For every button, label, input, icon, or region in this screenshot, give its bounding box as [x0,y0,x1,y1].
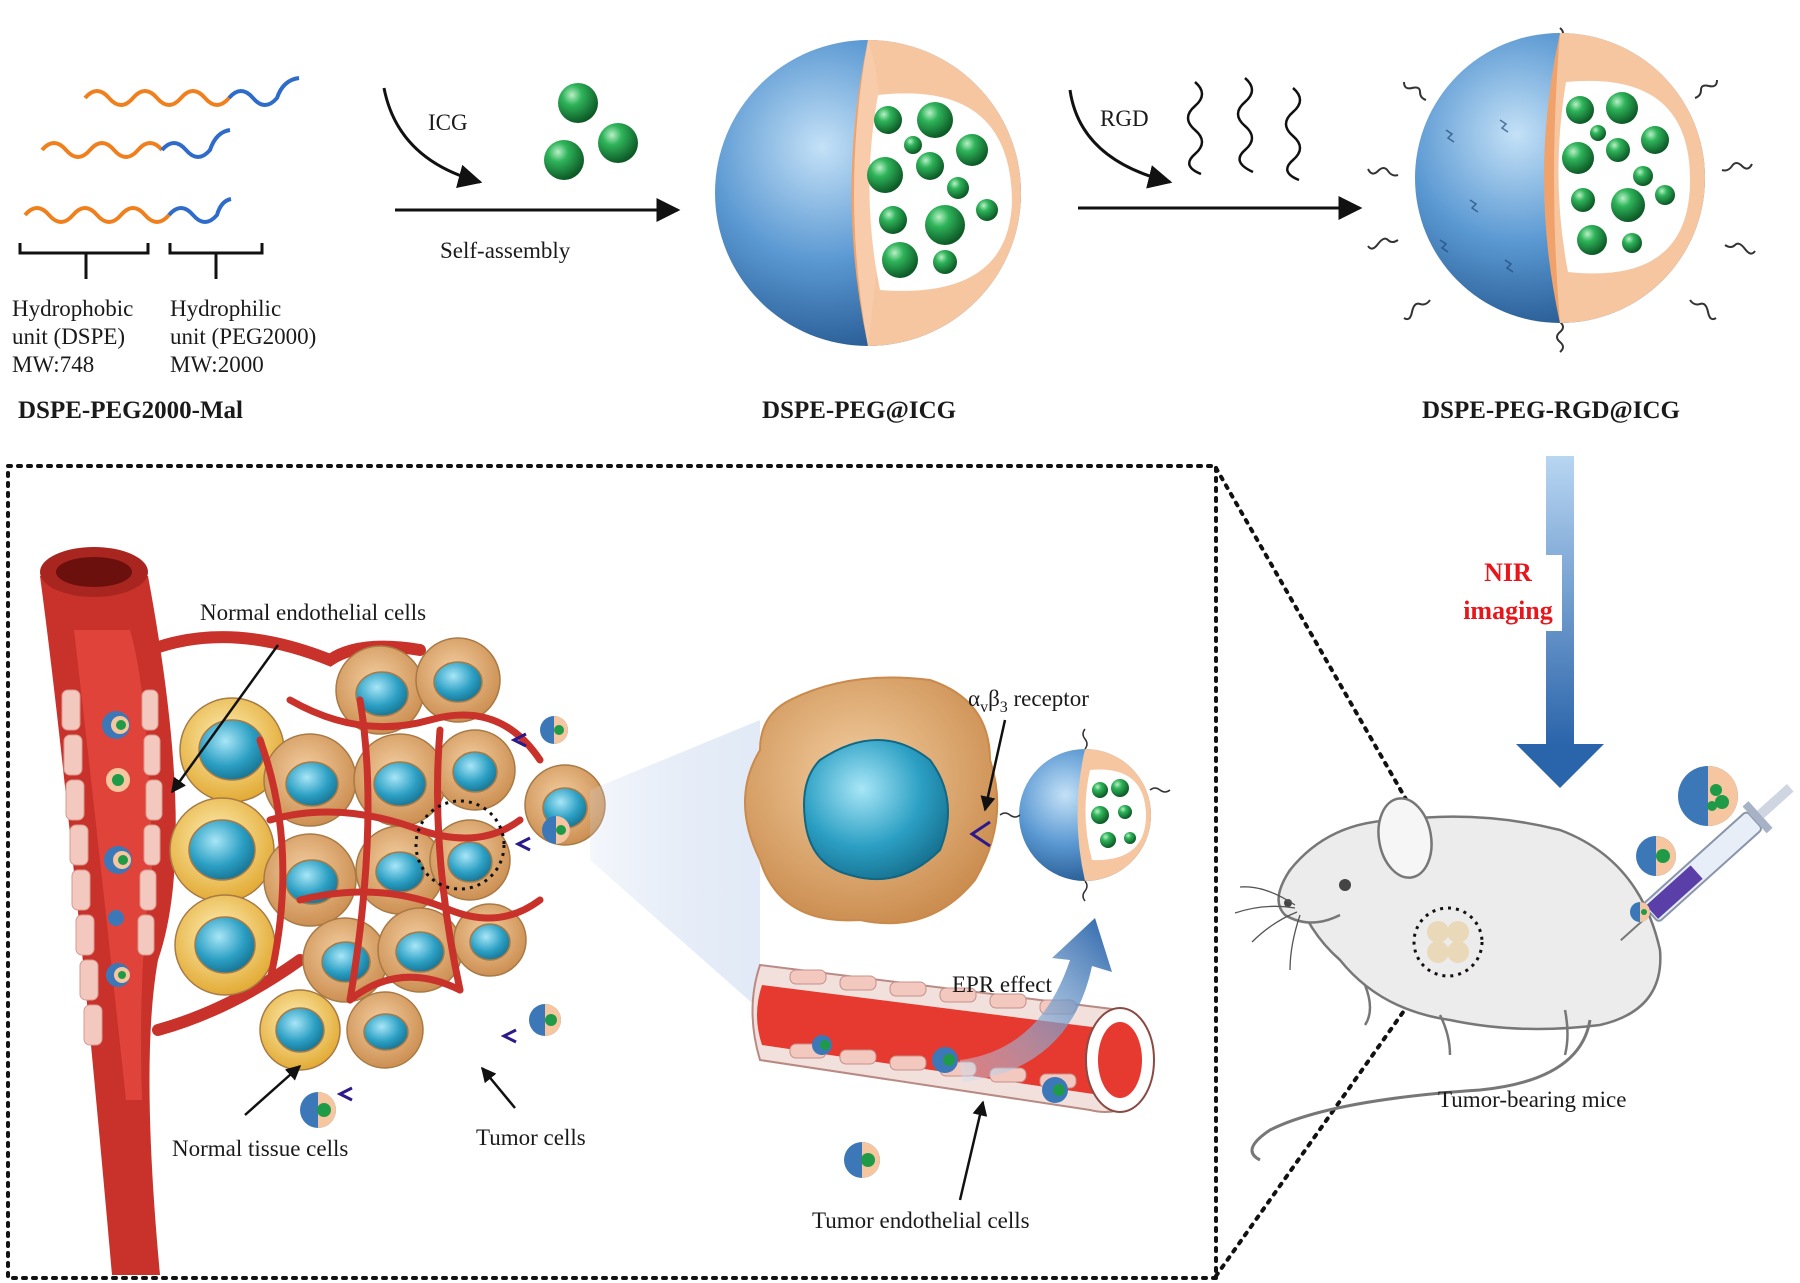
nir-label-1: NIR [1484,558,1532,587]
label-pointers [170,644,1007,1201]
icg-label: ICG [428,110,468,135]
receptor-alpha: α [968,686,980,711]
tumor-tissue [144,631,606,1071]
label-epr: EPR effect [952,972,1052,997]
injected-nanoparticles [1630,766,1738,922]
hydrophilic-label-3: MW:2000 [170,352,264,377]
zoom-box [6,464,1460,1280]
nir-label-2: imaging [1463,596,1553,625]
lipid-chains [23,76,300,224]
tumor-nanoparticles [300,716,570,1128]
label-receptor: αvβ3 receptor [968,686,1089,716]
blood-vessel [40,547,176,1275]
rgd-label: RGD [1100,106,1149,131]
zoom-beam [590,720,760,1010]
enlarged-nanoparticle [999,728,1171,902]
receptor-beta: β [988,686,1000,711]
tumor-bearing-mouse [1234,797,1662,1162]
enlarged-tumor-cell [744,676,999,925]
epr-arrow [960,918,1112,1082]
hydrophilic-label-1: Hydrophilic [170,296,281,321]
receptor-beta-sub: 3 [1000,699,1008,716]
receptor-text: receptor [1008,686,1089,711]
receptor-alpha-sub: v [980,699,988,716]
hydrophobic-label-1: Hydrophobic [12,296,133,321]
unit-brackets [18,243,264,279]
product1-name: DSPE-PEG@ICG [762,397,956,424]
material-name: DSPE-PEG2000-Mal [18,397,243,424]
label-tumor-endothelial: Tumor endothelial cells [812,1208,1030,1233]
step2-arrow [1068,89,1363,220]
tumor-vessel [751,963,1155,1178]
rgd-peptides [1186,77,1302,182]
product2-name: DSPE-PEG-RGD@ICG [1422,397,1680,424]
nanoparticle-dspe-peg-rgd-icg [1367,27,1756,353]
label-tumor-cells: Tumor cells [476,1125,586,1150]
self-assembly-label: Self-assembly [440,238,571,263]
step1-arrow [382,87,681,222]
label-normal-endothelial: Normal endothelial cells [200,600,426,625]
nanoparticle-dspe-peg-icg [715,40,1021,346]
icg-molecules [544,83,638,180]
label-mice: Tumor-bearing mice [1438,1087,1626,1112]
hydrophobic-label-3: MW:748 [12,352,94,377]
hydrophilic-label-2: unit (PEG2000) [170,324,316,349]
hydrophobic-label-2: unit (DSPE) [12,324,125,349]
label-normal-tissue: Normal tissue cells [172,1136,348,1161]
